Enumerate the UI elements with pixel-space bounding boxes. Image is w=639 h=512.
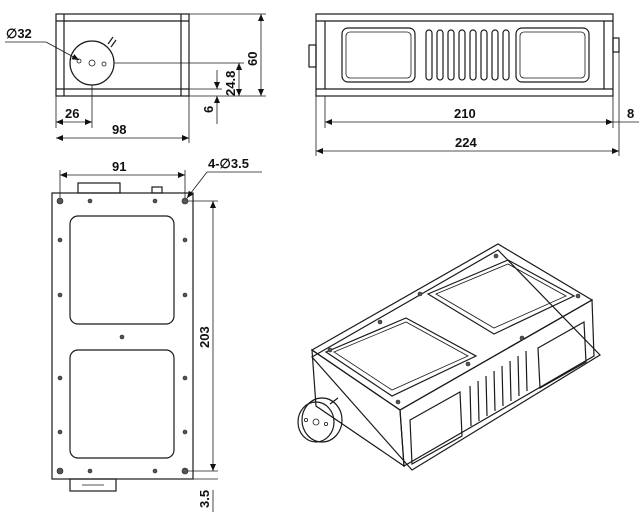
dim-center-height: 24.8: [114, 62, 244, 96]
dim-height: 60: [189, 13, 266, 97]
side-window-left: [341, 27, 416, 83]
top-window-upper: [69, 215, 175, 325]
dim-edge-offset: 3.5: [193, 478, 218, 512]
dim-overall-length: 224: [315, 96, 620, 156]
dim-hole-spacing-length-text: 203: [197, 326, 212, 348]
dim-hole-spacing-width: 91: [59, 159, 186, 198]
dim-width-text: 98: [112, 122, 126, 137]
dim-foot-text: 6: [201, 106, 216, 113]
dim-bore-diameter: ∅32: [5, 26, 80, 61]
dim-holes: 4-∅3.5: [186, 156, 262, 199]
top-view-connector-bottom: [69, 478, 117, 492]
dim-left-offset: 26: [55, 85, 93, 128]
dim-edge-offset-text: 3.5: [197, 490, 212, 508]
output-connector: [69, 36, 117, 86]
dim-hole-spacing-width-text: 91: [112, 159, 126, 174]
iso-screws: [327, 253, 581, 405]
dim-tab-text: 8: [627, 106, 634, 121]
top-view-small-tab: [151, 186, 163, 194]
top-window-lower: [69, 349, 175, 459]
side-view-right-tab: [612, 37, 620, 53]
isometric-view: [297, 243, 601, 471]
dim-center-height-text: 24.8: [223, 71, 238, 96]
cooling-vents: [425, 29, 510, 81]
top-view-body: [51, 192, 194, 480]
front-view: ∅32 26 98 60 24.8: [5, 13, 266, 143]
iso-end-face: [311, 348, 405, 468]
top-view-connector-top: [77, 182, 121, 194]
iso-top-window-front: [324, 317, 478, 397]
iso-cooling-vents: [469, 350, 528, 427]
dim-tab: 8: [613, 52, 639, 128]
dim-body-length: 210: [324, 96, 614, 128]
side-window-right: [515, 27, 590, 83]
iso-output-connector: [297, 397, 343, 443]
top-view: 91 4-∅3.5 203 3.5: [51, 156, 262, 512]
iso-side-face: [399, 298, 595, 468]
dim-foot: 6: [189, 70, 222, 124]
front-view-body: [55, 13, 190, 97]
dim-body-length-text: 210: [454, 106, 476, 121]
side-view: 210 8 224: [308, 13, 639, 156]
iso-side-window-left: [409, 391, 463, 465]
dim-height-text: 60: [245, 52, 260, 66]
mounting-screws: [56, 197, 189, 475]
dim-overall-length-text: 224: [455, 135, 477, 150]
dim-bore-diameter-text: ∅32: [6, 26, 32, 41]
dim-hole-spacing-length: 203: [188, 200, 218, 472]
dim-left-offset-text: 26: [65, 106, 79, 121]
iso-top-window-rear: [426, 259, 576, 335]
dim-holes-text: 4-∅3.5: [208, 156, 249, 171]
side-view-left-tab: [308, 44, 317, 68]
dim-width: 98: [56, 96, 190, 143]
iso-side-window-right: [537, 320, 587, 390]
